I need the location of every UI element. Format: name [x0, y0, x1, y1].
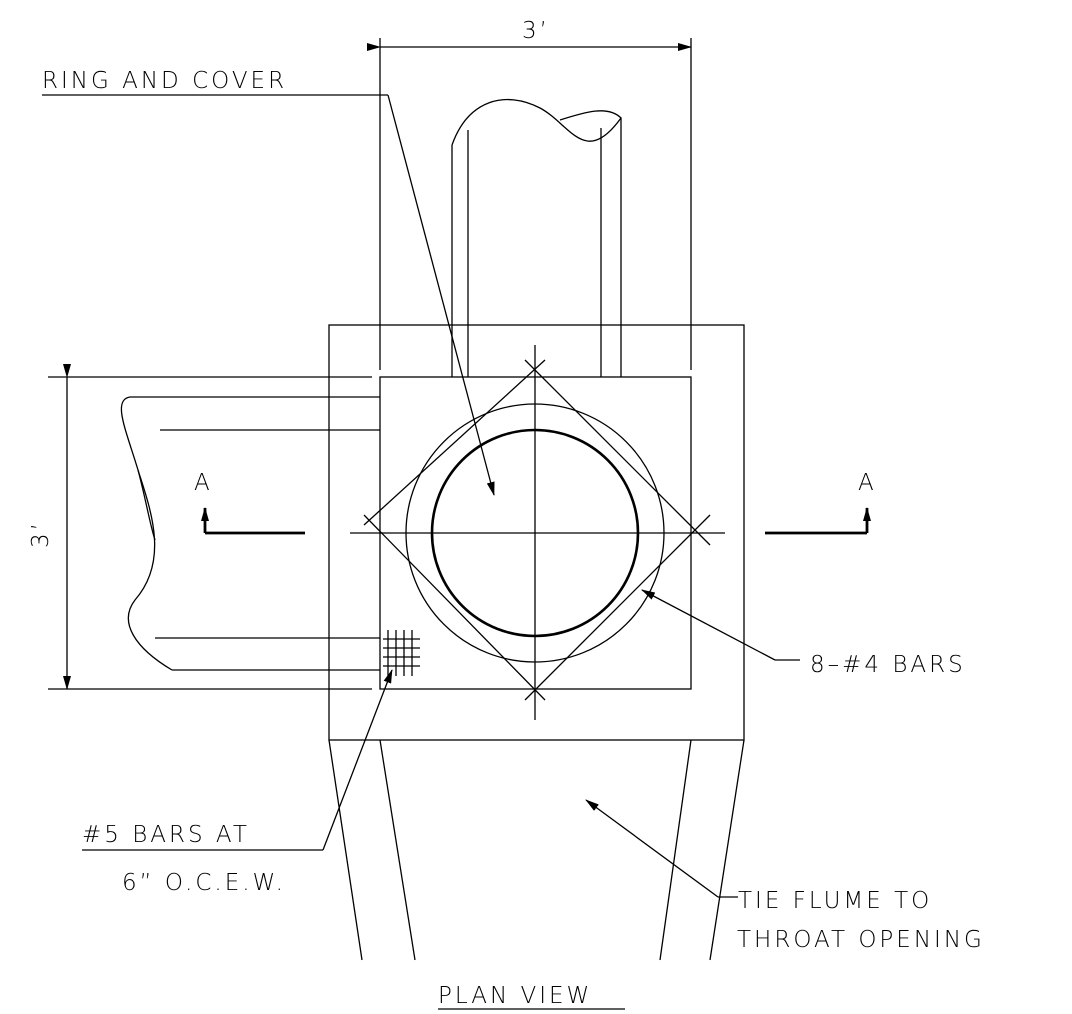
- tie-flume-label-line2: THROAT OPENING: [737, 927, 985, 953]
- bar-grid-icon: [383, 630, 420, 676]
- eight-bars-callout: 8–#4 BARS: [641, 589, 966, 678]
- tie-flume-callout: TIE FLUME TO THROAT OPENING: [585, 799, 985, 953]
- section-cut-left: A: [194, 470, 305, 535]
- left-pipe: [120, 396, 380, 671]
- eight-bars-label: 8–#4 BARS: [810, 652, 966, 678]
- flume: [328, 739, 745, 961]
- outer-box: [328, 324, 745, 741]
- five-bars-callout: #5 BARS AT 6” O.C.E.W.: [82, 669, 393, 896]
- view-title-text: PLAN VIEW: [438, 983, 592, 1009]
- outer-ring: [405, 403, 665, 663]
- top-dimension-label: 3’: [522, 18, 550, 44]
- section-right-label: A: [858, 470, 877, 496]
- left-dimension-label: 3’: [28, 520, 54, 548]
- view-title: PLAN VIEW: [438, 983, 625, 1010]
- tie-flume-label-line1: TIE FLUME TO: [738, 888, 932, 914]
- five-bars-label-line2: 6” O.C.E.W.: [122, 870, 286, 896]
- section-cut-right: A: [765, 470, 877, 535]
- ring-and-cover-circle: [430, 428, 640, 638]
- five-bars-label-line1: #5 BARS AT: [82, 822, 250, 848]
- diamond-bars: [363, 359, 711, 701]
- top-dimension: 3’: [367, 18, 692, 370]
- ring-and-cover-callout: RING AND COVER: [42, 68, 495, 496]
- top-pipe: [451, 98, 622, 377]
- ring-and-cover-label: RING AND COVER: [42, 68, 287, 94]
- section-left-label: A: [194, 470, 213, 496]
- left-dimension: 3’: [28, 364, 372, 690]
